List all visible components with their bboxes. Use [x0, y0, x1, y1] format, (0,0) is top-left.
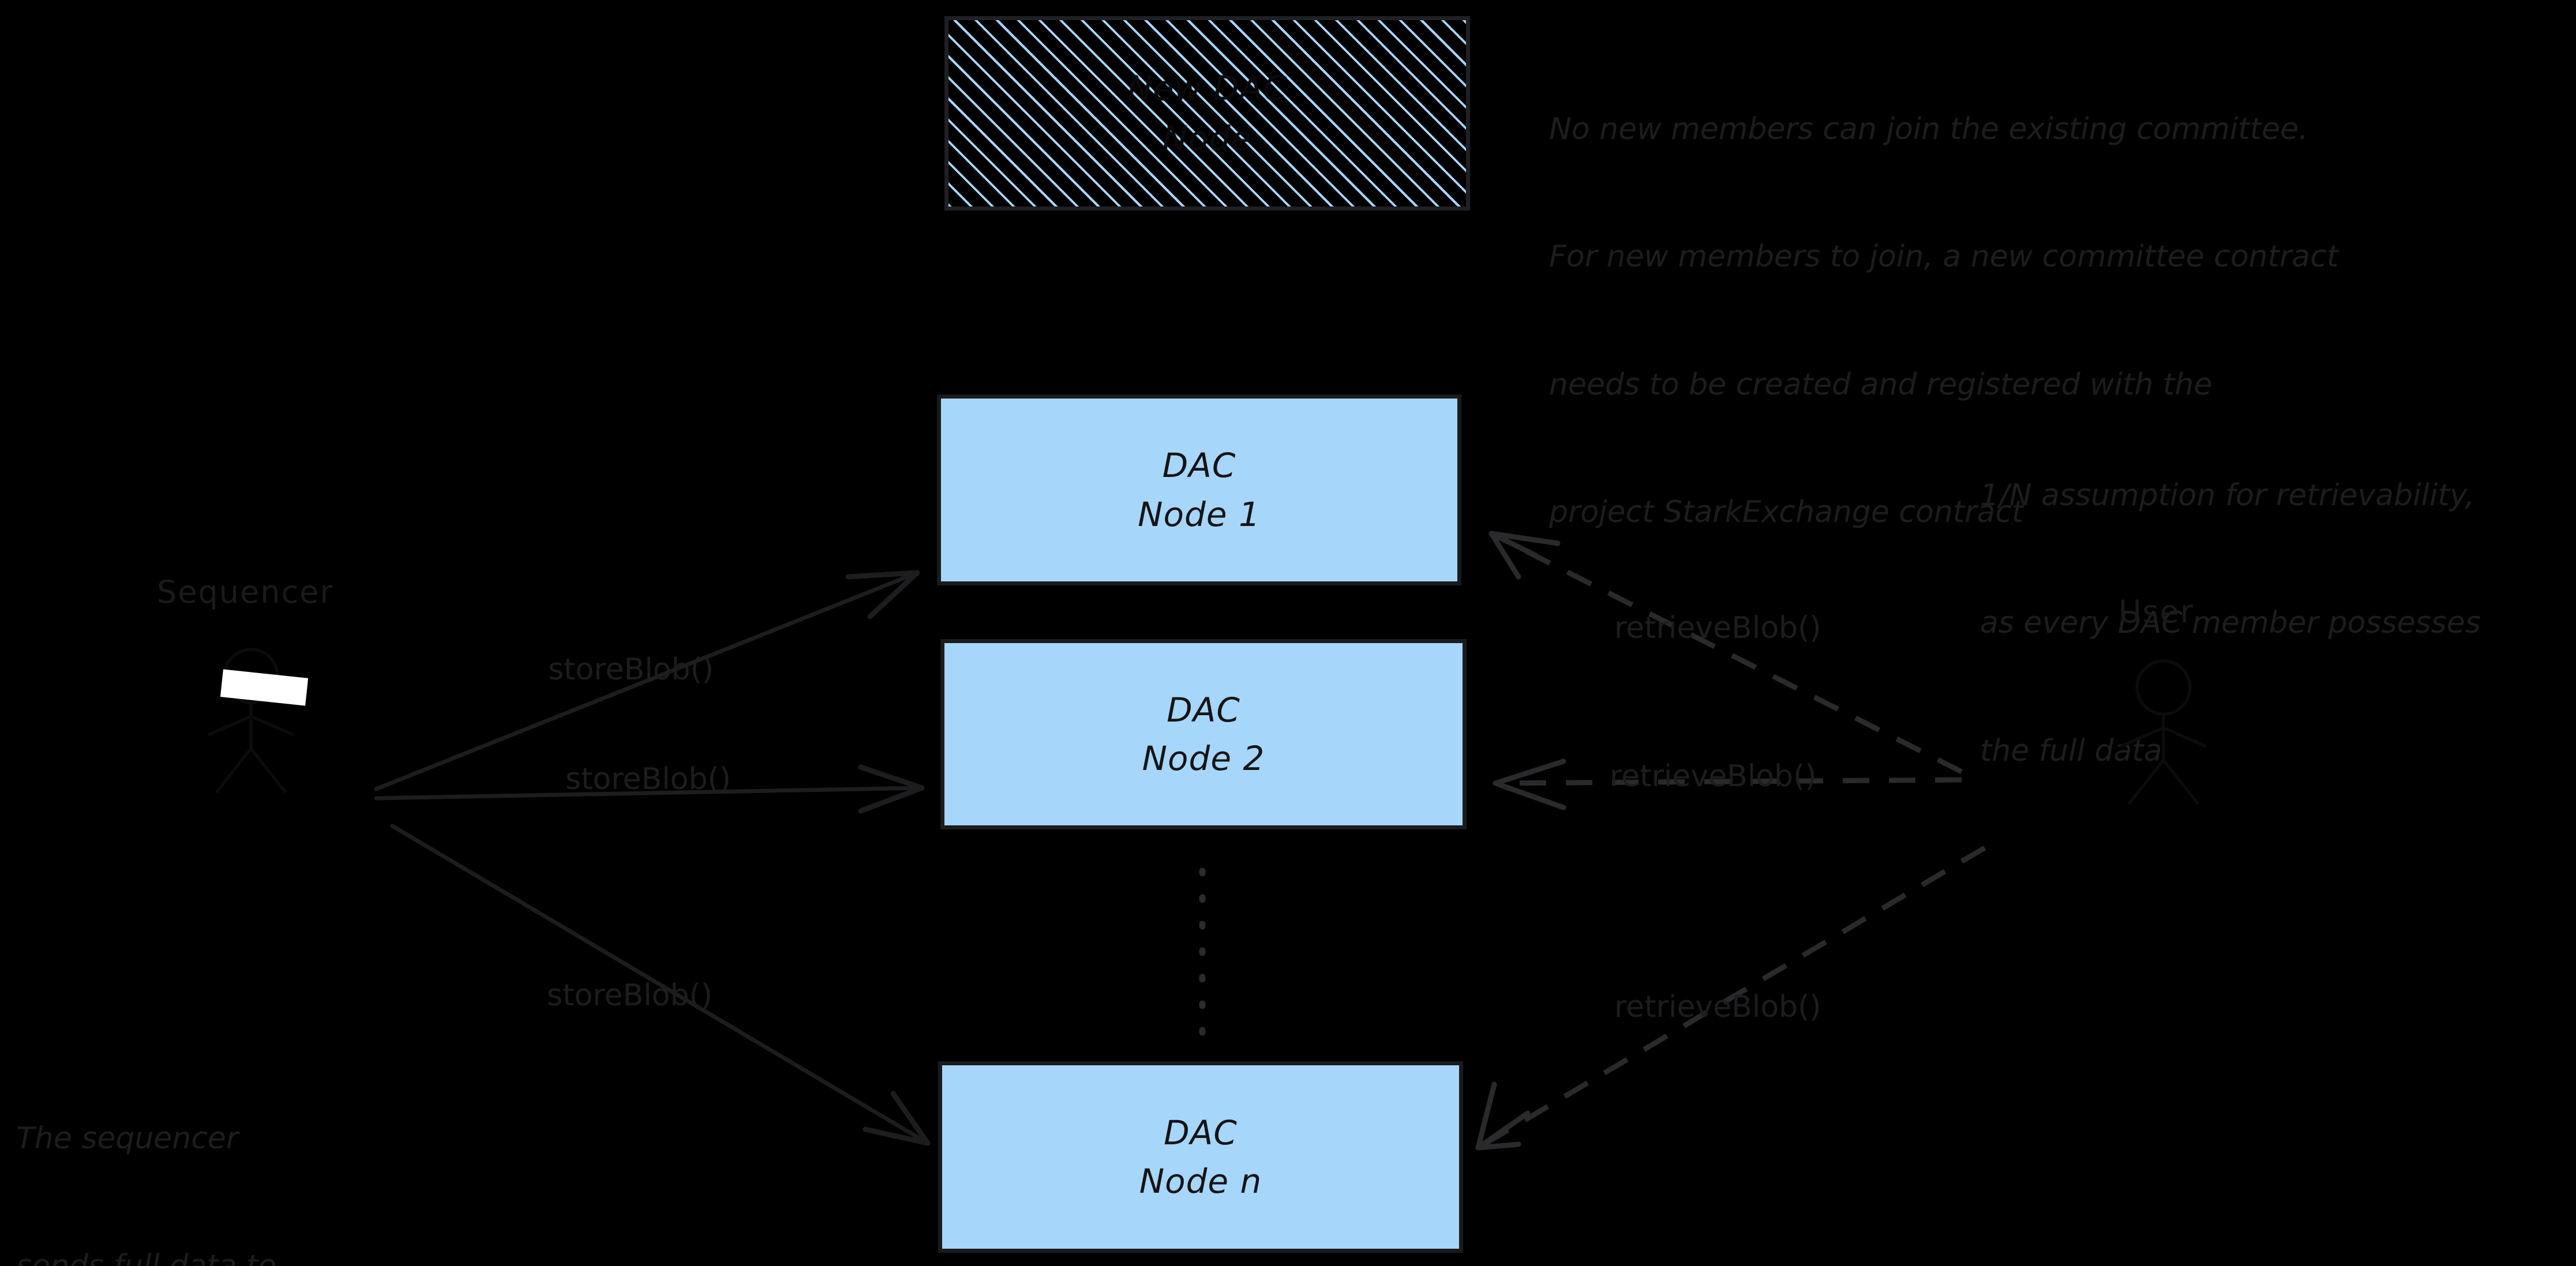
edge-label-retrieve-1: retrieveBlob(): [1614, 611, 1821, 645]
edge-label-retrieve-2: retrieveBlob(): [1610, 759, 1817, 794]
person-icon: [2112, 658, 2215, 807]
annotation-committee-line1: No new members can join the existing com…: [1549, 111, 2308, 146]
edge-label-store-2: storeBlob(): [565, 762, 732, 797]
annotation-retrievability-line1: 1/N assumption for retrievability,: [1980, 478, 2475, 513]
annotation-sequencer-note: The sequencer sends full data to all mem…: [16, 1032, 455, 1266]
annotation-retrievability-line2: as every DAC member possesses: [1980, 606, 2481, 641]
annotation-retrievability-line3: the full data: [1980, 733, 2162, 768]
sequencer-label: Sequencer: [157, 574, 334, 610]
dac-node-n-line1: DAC: [1164, 1113, 1238, 1152]
edge-label-retrieve-n: retrieveBlob(): [1614, 990, 1821, 1024]
dac-node-n-box[interactable]: DAC Node n: [938, 1061, 1463, 1253]
person-icon: [199, 646, 303, 796]
annotation-committee: No new members can join the existing com…: [1549, 23, 2553, 619]
annotation-retrievability: 1/N assumption for retrievability, as ev…: [1980, 389, 2574, 858]
annotation-committee-line2: For new members to join, a new committee…: [1549, 239, 2339, 275]
new-dac-node-box[interactable]: New DAC Node: [944, 16, 1470, 211]
dac-node-2-line2: Node 2: [1142, 739, 1265, 778]
dac-node-2-line1: DAC: [1167, 690, 1240, 730]
new-dac-node-line2: Node: [1162, 118, 1253, 158]
user-label: User: [2118, 593, 2195, 630]
annotation-committee-line4: project StarkExchange contract: [1549, 495, 2024, 530]
annotation-sequencer-note-line2: sends full data to: [16, 1245, 455, 1266]
dac-node-1-line2: Node 1: [1138, 494, 1261, 534]
dac-node-1-box[interactable]: DAC Node 1: [937, 395, 1461, 585]
edge-label-store-n: storeBlob(): [547, 978, 713, 1013]
annotation-committee-line3: needs to be created and registered with …: [1549, 367, 2213, 402]
annotation-sequencer-note-line1: The sequencer: [16, 1121, 239, 1156]
dac-node-1-line1: DAC: [1162, 446, 1236, 486]
edge-label-store-1: storeBlob(): [548, 652, 714, 687]
dac-node-2-box[interactable]: DAC Node 2: [940, 639, 1467, 829]
dac-node-n-line2: Node n: [1139, 1162, 1262, 1201]
new-dac-node-line1: New DAC: [1127, 68, 1287, 108]
